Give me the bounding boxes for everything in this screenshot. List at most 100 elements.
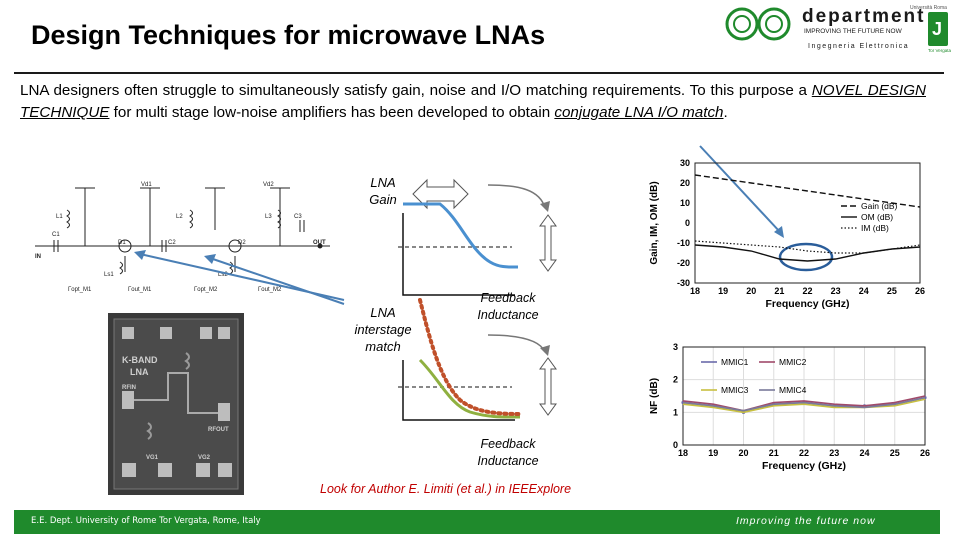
x-tick-label: 19 [718,286,728,296]
y-tick-label: 2 [673,375,678,385]
x-tick-label: 24 [859,448,869,458]
pad-6 [158,463,172,477]
inductor-l2 [189,209,193,229]
department-logo: department IMPROVING THE FUTURE NOW Inge… [725,5,952,53]
logo-badge: Tor Vergata [928,48,952,53]
transistor-1 [118,239,132,253]
logo-tagline: IMPROVING THE FUTURE NOW [804,28,903,35]
pad-5 [122,463,136,477]
label-feedback-2-line-2: Inductance [477,454,539,468]
capacitors [53,220,305,252]
label-in: IN [35,254,41,260]
y-tick-label: 0 [685,218,690,228]
footer-slogan: Improving the future now [736,515,876,527]
slide-title: Design Techniques for microwave LNAs [31,20,546,50]
x-axis-label: Frequency (GHz) [765,298,849,310]
callout-arrow-2 [209,257,345,305]
gamma-opt-m2: Γopt_M2 [194,287,218,293]
chip-label-rfin: RFIN [122,385,136,391]
gamma-out-m1: Γout_M1 [128,287,152,293]
footer-affiliation: E.E. Dept. University of Rome Tor Vergat… [31,516,261,526]
nf-vertical-arrow [539,357,557,416]
label-lna-gain: LNA Gain [358,174,408,208]
y-tick-label: -20 [677,258,690,268]
label-interstage-line-2: interstage [354,322,412,337]
chip-label-vg1: VG1 [146,455,159,461]
label-vd2: Vd2 [263,182,274,188]
gain-vertical-arrow [539,214,557,272]
logo-ring-1-inner [733,15,751,33]
inductor-l1 [66,209,70,229]
pad-2 [160,327,172,339]
feedback-arrow-top [487,184,546,209]
gamma-out-m2: Γout_M2 [258,287,282,293]
logo-ring-2-inner [765,15,783,33]
y-tick-label: 1 [673,407,678,417]
title-rule [14,72,944,74]
label-d1: D1 [118,240,126,246]
callout-arrow-3 [699,145,781,233]
label-d2: D2 [238,240,246,246]
label-feedback-1-line-2: Inductance [477,308,539,322]
chip-spirals [146,352,190,440]
label-c2: C2 [168,240,176,246]
x-tick-label: 20 [746,286,756,296]
x-tick-label: 18 [690,286,700,296]
y-tick-label: 0 [673,440,678,450]
chip-label-kband: K-BAND [122,355,158,365]
plot-frame [694,162,921,284]
mmic-chip-photo: K-BAND LNA RFIN RFOUT VG1 VG2 [108,313,244,495]
x-tick-label: 26 [915,286,925,296]
x-tick-label: 21 [774,286,784,296]
series-line-gain-db- [694,174,921,208]
logo-corner: Università Roma [910,5,947,11]
chip-label-lna: LNA [130,367,149,377]
series-line-mmic4 [682,396,926,412]
callout-arrowhead-2 [204,254,216,264]
label-c3: C3 [294,214,302,220]
legend-label: MMIC3 [721,385,749,395]
x-tick-label: 19 [708,448,718,458]
legend-label: Gain (dB) [861,201,898,211]
logo-sub: Ingegneria Elettronica [808,43,909,50]
label-interstage-match: LNA interstage match [344,304,422,355]
feedback-arrowhead-bottom [540,345,550,356]
callout-arrowhead-3 [774,226,784,238]
chip-die [113,318,239,490]
chip-drawing: K-BAND LNA RFIN RFOUT VG1 VG2 [113,318,239,490]
legend-label: MMIC4 [779,385,807,395]
transistor-2 [228,239,242,253]
label-feedback-1: Feedback Inductance [466,290,550,324]
series-line-om-db- [694,244,921,262]
label-out: OUT [313,240,326,246]
y-axis-label: Gain, IM, OM (dB) [649,181,660,264]
label-vd1: Vd1 [141,182,152,188]
chip-label-rfout: RFOUT [208,427,229,433]
x-tick-label: 22 [802,286,812,296]
y-tick-label: -30 [677,278,690,288]
pad-4 [218,327,230,339]
label-lna-gain-line-1: LNA [370,175,396,190]
logo-badge-shape [928,12,948,46]
pad-1 [122,327,134,339]
label-feedback-2: Feedback Inductance [466,436,550,470]
intro-paragraph: LNA designers often struggle to simultan… [20,80,926,124]
pad-3 [200,327,212,339]
logo-badge-glyph: J [932,19,942,39]
intro-highlight-match: conjugate LNA I/O match [554,104,724,121]
label-l1: L1 [56,214,63,220]
x-tick-label: 21 [769,448,779,458]
x-tick-label: 20 [738,448,748,458]
nf-curve [418,358,521,419]
pad-7 [196,463,210,477]
y-axis-label: NF (dB) [649,378,660,414]
nf-axes [402,360,515,421]
legend-label: MMIC2 [779,357,807,367]
gain-curve [403,202,519,269]
x-tick-label: 25 [890,448,900,458]
label-c1: C1 [52,232,60,238]
label-interstage-line-3: match [365,339,401,354]
